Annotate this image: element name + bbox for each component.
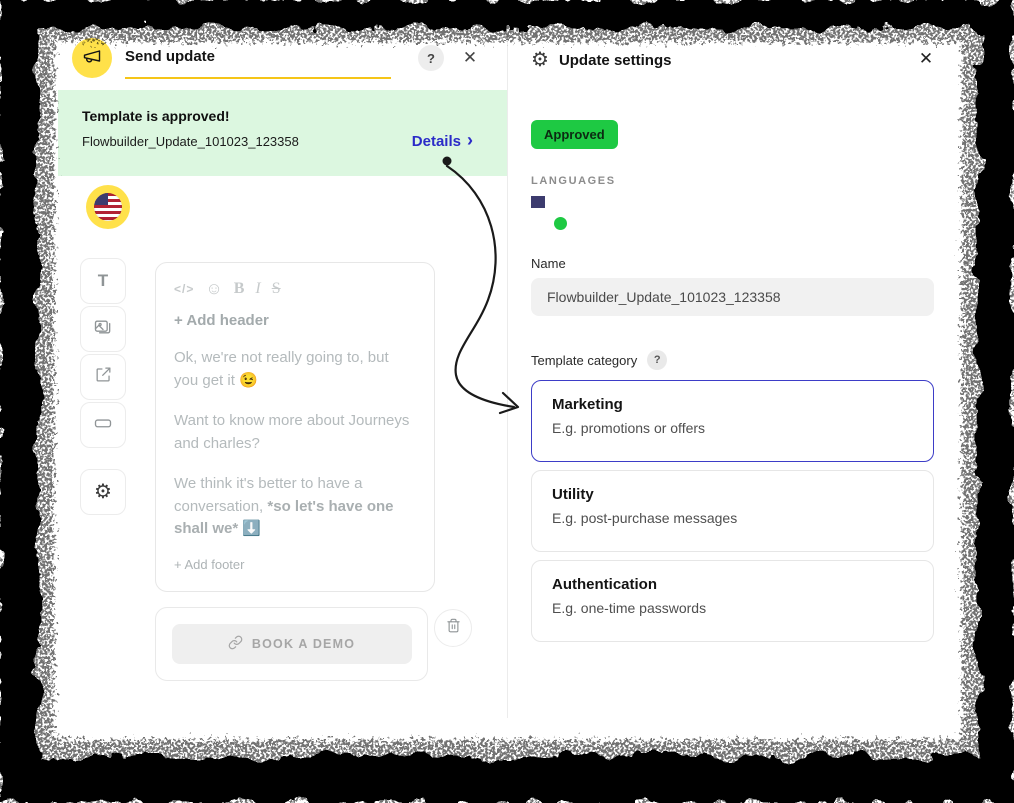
chevron-right-icon: ›: [467, 130, 473, 150]
category-title: Authentication: [552, 576, 657, 593]
category-card-utility[interactable]: Utility E.g. post-purchase messages: [531, 470, 934, 552]
external-link-icon: [94, 365, 113, 389]
media-icon: [93, 317, 113, 342]
language-active-dot: [552, 215, 569, 232]
link-icon: [228, 635, 243, 653]
close-icon[interactable]: ✕: [918, 49, 934, 68]
code-format-icon[interactable]: </>: [174, 282, 195, 296]
category-desc: E.g. post-purchase messages: [552, 510, 738, 526]
banner-template-name: Flowbuilder_Update_101023_123358: [82, 134, 299, 149]
gear-icon: ⚙: [94, 481, 112, 503]
add-header-link[interactable]: + Add header: [174, 312, 269, 329]
bold-icon[interactable]: B: [233, 280, 245, 297]
panel-title: Send update: [125, 48, 216, 65]
message-editor[interactable]: </> ☺ B I S + Add header Ok, we're not r…: [155, 262, 435, 592]
category-title: Utility: [552, 486, 594, 503]
category-desc: E.g. promotions or offers: [552, 420, 706, 436]
template-builder-window: Send update ? ✕ Template is approved! Fl…: [58, 28, 956, 718]
details-link[interactable]: Details ›: [411, 130, 473, 150]
category-card-marketing[interactable]: Marketing E.g. promotions or offers: [531, 380, 934, 462]
link-out-tool-button[interactable]: [80, 354, 126, 400]
approval-banner: Template is approved! Flowbuilder_Update…: [58, 90, 507, 176]
category-desc: E.g. one-time passwords: [552, 600, 707, 616]
template-name-input[interactable]: [531, 278, 934, 316]
close-icon[interactable]: ✕: [462, 48, 478, 67]
update-settings-panel: ⚙ Update settings ✕ Approved LANGUAGES N…: [507, 28, 956, 718]
us-flag-icon: [94, 193, 122, 221]
cta-button-card: BOOK A DEMO: [155, 607, 428, 681]
languages-label: LANGUAGES: [531, 175, 616, 187]
status-badge: Approved: [531, 120, 618, 149]
language-flag-chip[interactable]: [86, 185, 130, 229]
add-footer-link[interactable]: + Add footer: [174, 556, 245, 572]
title-underline: [125, 77, 391, 79]
strikethrough-icon[interactable]: S: [271, 280, 281, 297]
cta-label: BOOK A DEMO: [251, 637, 356, 651]
language-flag[interactable]: [531, 196, 569, 232]
button-shape-icon: [93, 413, 113, 438]
category-label-row: Template category ?: [531, 350, 668, 370]
send-update-panel: Send update ? ✕ Template is approved! Fl…: [58, 28, 507, 718]
gear-icon: ⚙: [531, 49, 549, 71]
book-a-demo-button[interactable]: BOOK A DEMO: [171, 624, 412, 664]
category-label: Template category: [531, 352, 638, 368]
megaphone-icon: [82, 46, 102, 71]
category-help-button[interactable]: ?: [647, 350, 668, 370]
message-line-3: We think it's better to have a conversat…: [174, 473, 416, 541]
name-label: Name: [531, 256, 566, 271]
message-line-2: Want to know more about Journeys and cha…: [174, 412, 410, 452]
settings-title: Update settings: [558, 51, 672, 69]
text-tool-icon: T: [97, 271, 109, 290]
media-tool-button[interactable]: [80, 306, 126, 352]
banner-title: Template is approved!: [82, 108, 230, 124]
details-label: Details: [411, 132, 461, 150]
settings-header: ⚙ Update settings: [531, 50, 671, 70]
category-title: Marketing: [552, 396, 623, 413]
help-button[interactable]: ?: [418, 45, 444, 71]
button-tool-button[interactable]: [80, 402, 126, 448]
megaphone-badge: [72, 38, 112, 78]
category-card-authentication[interactable]: Authentication E.g. one-time passwords: [531, 560, 934, 642]
emoji-picker-icon[interactable]: ☺: [205, 279, 223, 298]
italic-icon[interactable]: I: [255, 280, 261, 297]
delete-button-button[interactable]: [434, 609, 472, 647]
formatting-toolbar: </> ☺ B I S: [174, 279, 416, 299]
message-line-1: Ok, we're not really going to, but you g…: [174, 349, 389, 389]
settings-tool-button[interactable]: ⚙: [80, 469, 126, 515]
trash-icon: [446, 618, 461, 638]
text-tool-button[interactable]: T: [80, 258, 126, 304]
